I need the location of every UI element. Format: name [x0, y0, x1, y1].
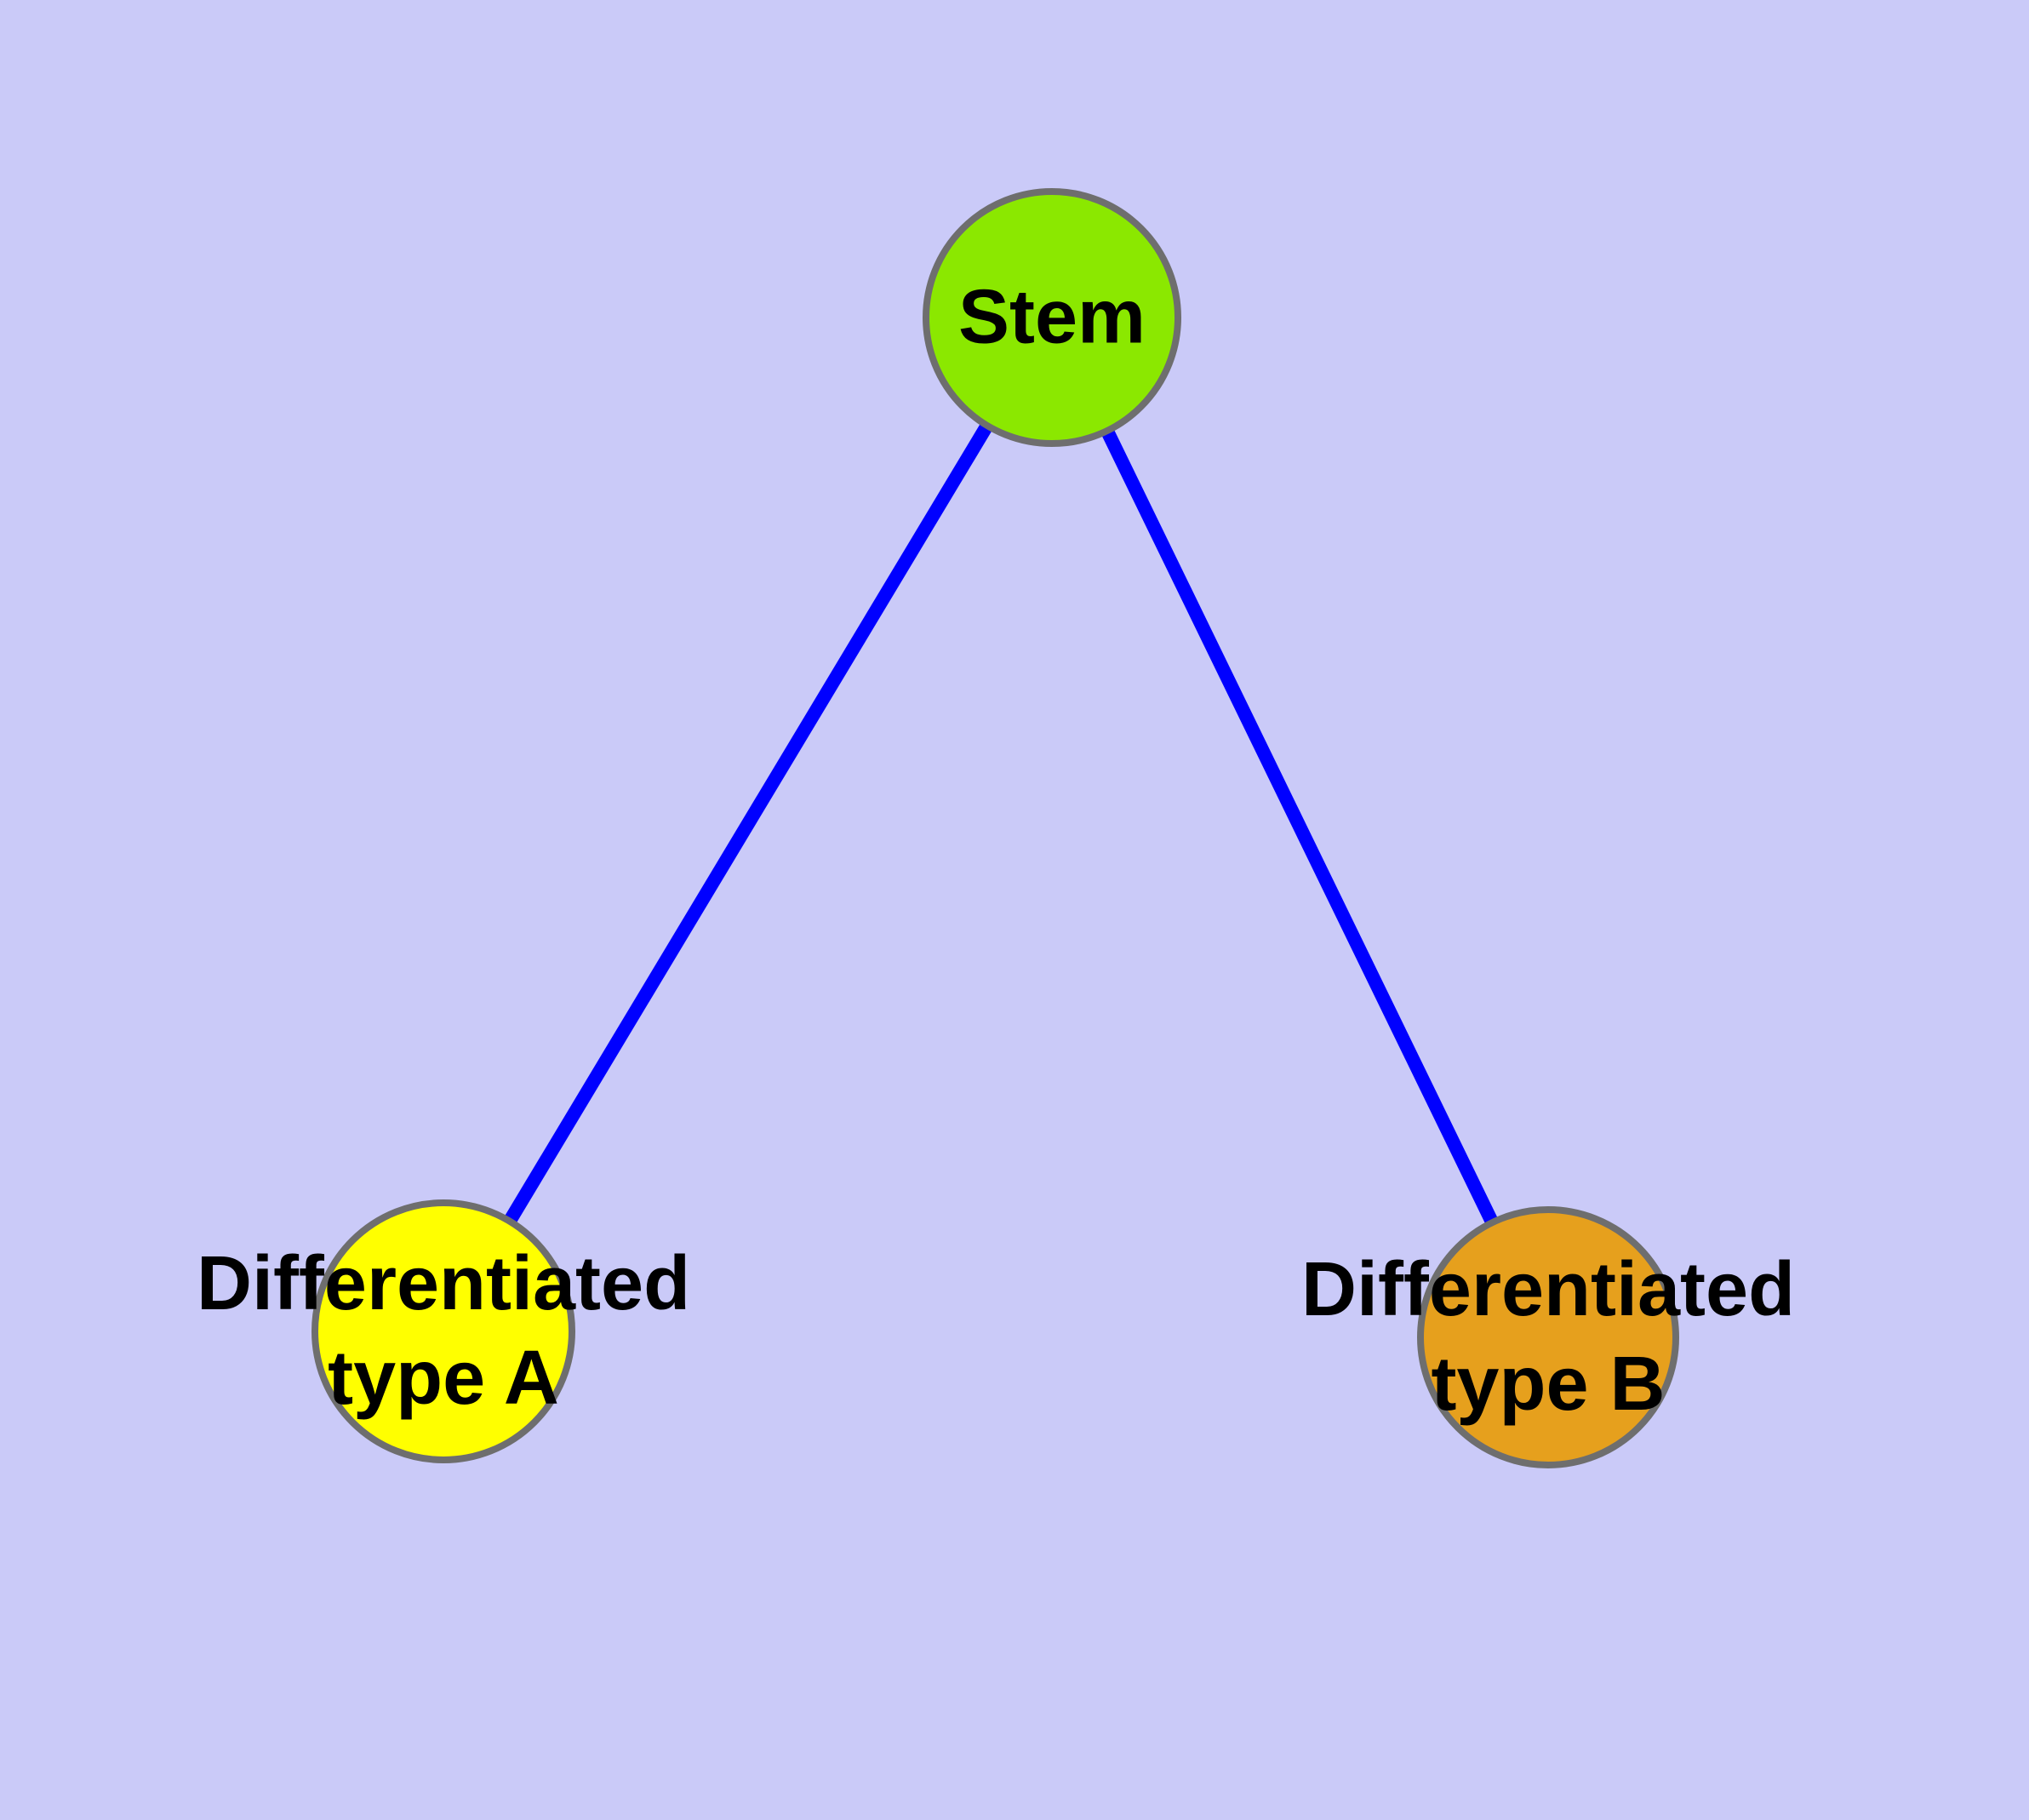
- node-stem[interactable]: [923, 188, 1181, 447]
- edge-stem-to-type-b: [1045, 314, 1555, 1341]
- edge-stem-to-type-a: [437, 313, 1058, 1336]
- node-differentiated-type-a[interactable]: [311, 1199, 575, 1463]
- node-differentiated-type-b[interactable]: [1417, 1206, 1679, 1468]
